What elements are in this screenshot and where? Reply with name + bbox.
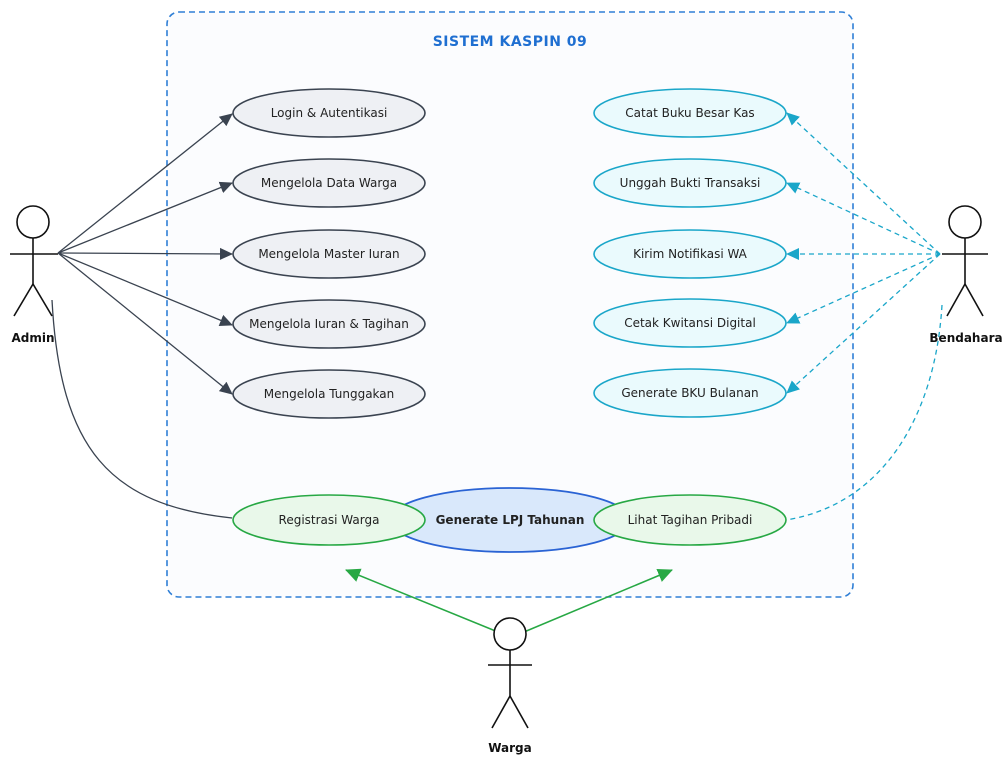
usecase-tunggakan-label: Mengelola Tunggakan: [264, 387, 395, 401]
usecase-master-iuran[interactable]: Mengelola Master Iuran: [232, 229, 426, 279]
actor-warga[interactable]: [488, 617, 532, 729]
assoc-bendahara-tagihan: [785, 304, 943, 521]
assoc-bendahara-buku-besar: [786, 112, 941, 255]
assoc-admin-tunggakan: [57, 252, 233, 395]
assoc-admin-data-warga: [57, 181, 233, 254]
actor-bendahara-label: Bendahara: [929, 331, 1002, 345]
admin-use-cases: Login & Autentikasi Mengelola Data Warga…: [232, 88, 426, 419]
usecase-notifikasi-wa[interactable]: Kirim Notifikasi WA: [593, 229, 787, 279]
usecase-bukti-transaksi-label: Unggah Bukti Transaksi: [620, 176, 761, 190]
usecase-lpj-tahunan[interactable]: Generate LPJ Tahunan: [389, 487, 631, 553]
assoc-admin-iuran-tagihan: [57, 252, 233, 326]
actor-warga-label: Warga: [488, 741, 532, 755]
usecase-iuran-tagihan-label: Mengelola Iuran & Tagihan: [249, 317, 409, 331]
assoc-admin-login: [57, 113, 233, 254]
usecase-login[interactable]: Login & Autentikasi: [232, 88, 426, 138]
bottom-use-cases: Generate LPJ Tahunan Registrasi Warga Li…: [232, 487, 787, 553]
bendahara-use-cases: Catat Buku Besar Kas Unggah Bukti Transa…: [593, 88, 787, 418]
assoc-bendahara-bku: [786, 253, 941, 394]
usecase-login-label: Login & Autentikasi: [271, 106, 388, 120]
actor-bendahara-head: [948, 205, 982, 239]
usecase-lpj-tahunan-label: Generate LPJ Tahunan: [436, 513, 585, 527]
usecase-bku-bulanan-label: Generate BKU Bulanan: [621, 386, 758, 400]
assoc-warga-registrasi: [345, 568, 499, 633]
bendahara-associations: [785, 112, 943, 521]
actor-admin[interactable]: [10, 205, 58, 317]
usecase-kwitansi[interactable]: Cetak Kwitansi Digital: [593, 298, 787, 348]
usecase-registrasi-warga-label: Registrasi Warga: [279, 513, 380, 527]
actor-admin-head: [16, 205, 50, 239]
assoc-bendahara-kwitansi: [786, 253, 941, 324]
assoc-bendahara-bukti: [786, 182, 941, 255]
usecase-data-warga-label: Mengelola Data Warga: [261, 176, 397, 190]
admin-associations: [51, 113, 233, 519]
usecase-buku-besar-label: Catat Buku Besar Kas: [625, 106, 754, 120]
system-boundary: [166, 11, 854, 598]
assoc-warga-tagihan: [523, 568, 673, 633]
warga-associations: [345, 568, 673, 633]
assoc-admin-registrasi: [51, 299, 233, 519]
system-title: SISTEM KASPIN 09: [433, 34, 588, 50]
usecase-iuran-tagihan[interactable]: Mengelola Iuran & Tagihan: [232, 299, 426, 349]
usecase-bukti-transaksi[interactable]: Unggah Bukti Transaksi: [593, 158, 787, 208]
usecase-buku-besar[interactable]: Catat Buku Besar Kas: [593, 88, 787, 138]
usecase-notifikasi-wa-label: Kirim Notifikasi WA: [633, 247, 748, 261]
usecase-lihat-tagihan[interactable]: Lihat Tagihan Pribadi: [593, 494, 787, 546]
usecase-data-warga[interactable]: Mengelola Data Warga: [232, 158, 426, 208]
usecase-master-iuran-label: Mengelola Master Iuran: [258, 247, 399, 261]
usecase-tunggakan[interactable]: Mengelola Tunggakan: [232, 369, 426, 419]
usecase-bku-bulanan[interactable]: Generate BKU Bulanan: [593, 368, 787, 418]
actor-admin-label: Admin: [11, 331, 54, 345]
usecase-registrasi-warga[interactable]: Registrasi Warga: [232, 494, 426, 546]
actor-bendahara[interactable]: [942, 205, 988, 317]
usecase-kwitansi-label: Cetak Kwitansi Digital: [624, 316, 756, 330]
assoc-admin-master-iuran: [57, 247, 233, 260]
actor-warga-head: [493, 617, 527, 651]
usecase-lihat-tagihan-label: Lihat Tagihan Pribadi: [628, 513, 753, 527]
